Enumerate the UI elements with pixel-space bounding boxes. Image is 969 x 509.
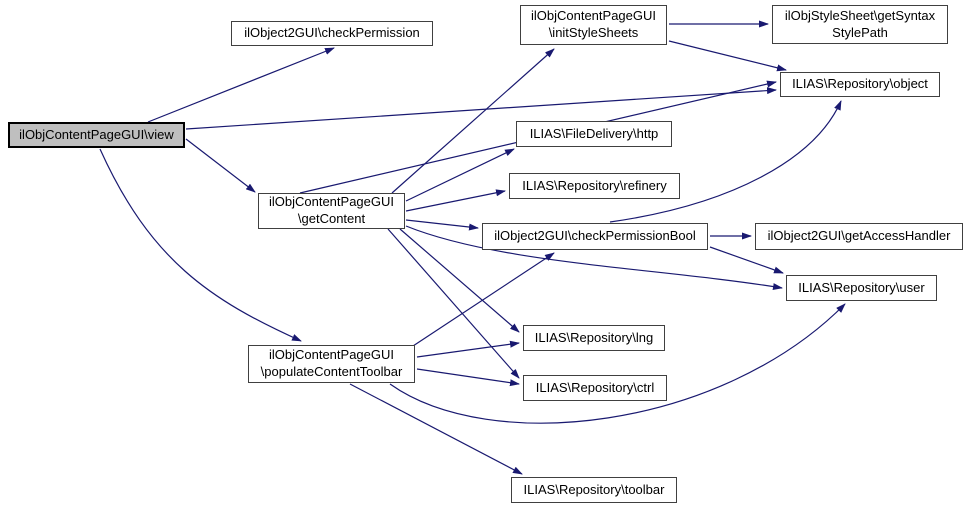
node-label: ILIAS\FileDelivery\http <box>529 125 659 141</box>
node-label: ILIAS\Repository\user <box>798 279 925 295</box>
edge-getContent-to-initStyleSheets <box>391 48 555 194</box>
node-getContent[interactable]: ilObjContentPageGUI\getContent <box>258 193 405 229</box>
edge-getContent-to-ctrl <box>387 228 520 379</box>
node-http[interactable]: ILIAS\FileDelivery\http <box>516 121 672 147</box>
node-label: \populateContentToolbar <box>260 364 403 379</box>
node-label: ilObjContentPageGUI <box>268 347 394 363</box>
node-label: \initStyleSheets <box>548 25 639 40</box>
node-object[interactable]: ILIAS\Repository\object <box>780 72 940 97</box>
edge-initStyleSheets-to-object <box>668 40 787 72</box>
node-label: ilObject2GUI\checkPermissionBool <box>494 228 696 244</box>
edge-view-to-populateContentToolbar <box>99 148 302 342</box>
node-label: ILIAS\Repository\object <box>792 76 928 92</box>
edge-checkPermissionBool-to-user <box>709 246 784 274</box>
node-label: \getContent <box>297 211 366 226</box>
node-label: ilObjContentPageGUI <box>530 8 656 24</box>
node-label: StylePath <box>832 24 888 40</box>
node-user[interactable]: ILIAS\Repository\user <box>786 275 937 301</box>
edge-populateContentToolbar-to-lng <box>416 340 520 358</box>
node-label: ILIAS\Repository\lng <box>534 329 654 345</box>
edge-getContent-to-http <box>405 148 515 202</box>
node-ctrl[interactable]: ILIAS\Repository\ctrl <box>523 375 667 401</box>
node-refinery[interactable]: ILIAS\Repository\refinery <box>509 173 680 199</box>
edge-view-to-getContent <box>185 138 256 193</box>
edge-view-to-checkPermission <box>147 47 335 123</box>
edge-getContent-to-refinery <box>405 189 506 212</box>
node-checkPermission[interactable]: ilObject2GUI\checkPermission <box>231 21 433 46</box>
node-label: ILIAS\Repository\toolbar <box>523 481 665 497</box>
edge-view-to-object <box>185 87 777 130</box>
edge-getContent-to-checkPermissionBool <box>405 219 479 231</box>
node-view: ilObjContentPageGUI\view <box>8 122 185 148</box>
node-checkPermissionBool[interactable]: ilObject2GUI\checkPermissionBool <box>482 223 708 250</box>
edge-populateContentToolbar-to-user <box>389 303 846 424</box>
node-lng[interactable]: ILIAS\Repository\lng <box>523 325 665 351</box>
edge-populateContentToolbar-to-checkPermissionBool <box>412 252 555 347</box>
edge-getContent-to-user <box>405 225 783 290</box>
edge-populateContentToolbar-to-toolbar <box>349 383 523 475</box>
edge-populateContentToolbar-to-ctrl <box>416 368 520 387</box>
node-label: ilObjStyleSheet\getSyntax <box>784 7 936 23</box>
node-label: ilObject2GUI\checkPermission <box>244 25 420 41</box>
node-initStyleSheets[interactable]: ilObjContentPageGUI\initStyleSheets <box>520 5 667 45</box>
edge-getContent-to-lng <box>399 228 520 333</box>
node-label: ilObjContentPageGUI\view <box>19 126 174 142</box>
node-label: ILIAS\Repository\refinery <box>522 177 667 193</box>
node-populateContentToolbar[interactable]: ilObjContentPageGUI\populateContentToolb… <box>248 345 415 383</box>
node-toolbar[interactable]: ILIAS\Repository\toolbar <box>511 477 677 503</box>
node-label: ilObjContentPageGUI <box>268 194 394 210</box>
node-label: ilObject2GUI\getAccessHandler <box>767 228 951 244</box>
node-getAccessHandler[interactable]: ilObject2GUI\getAccessHandler <box>755 223 963 250</box>
node-label: ILIAS\Repository\ctrl <box>535 379 655 395</box>
edge-checkPermissionBool-to-object <box>609 100 842 223</box>
